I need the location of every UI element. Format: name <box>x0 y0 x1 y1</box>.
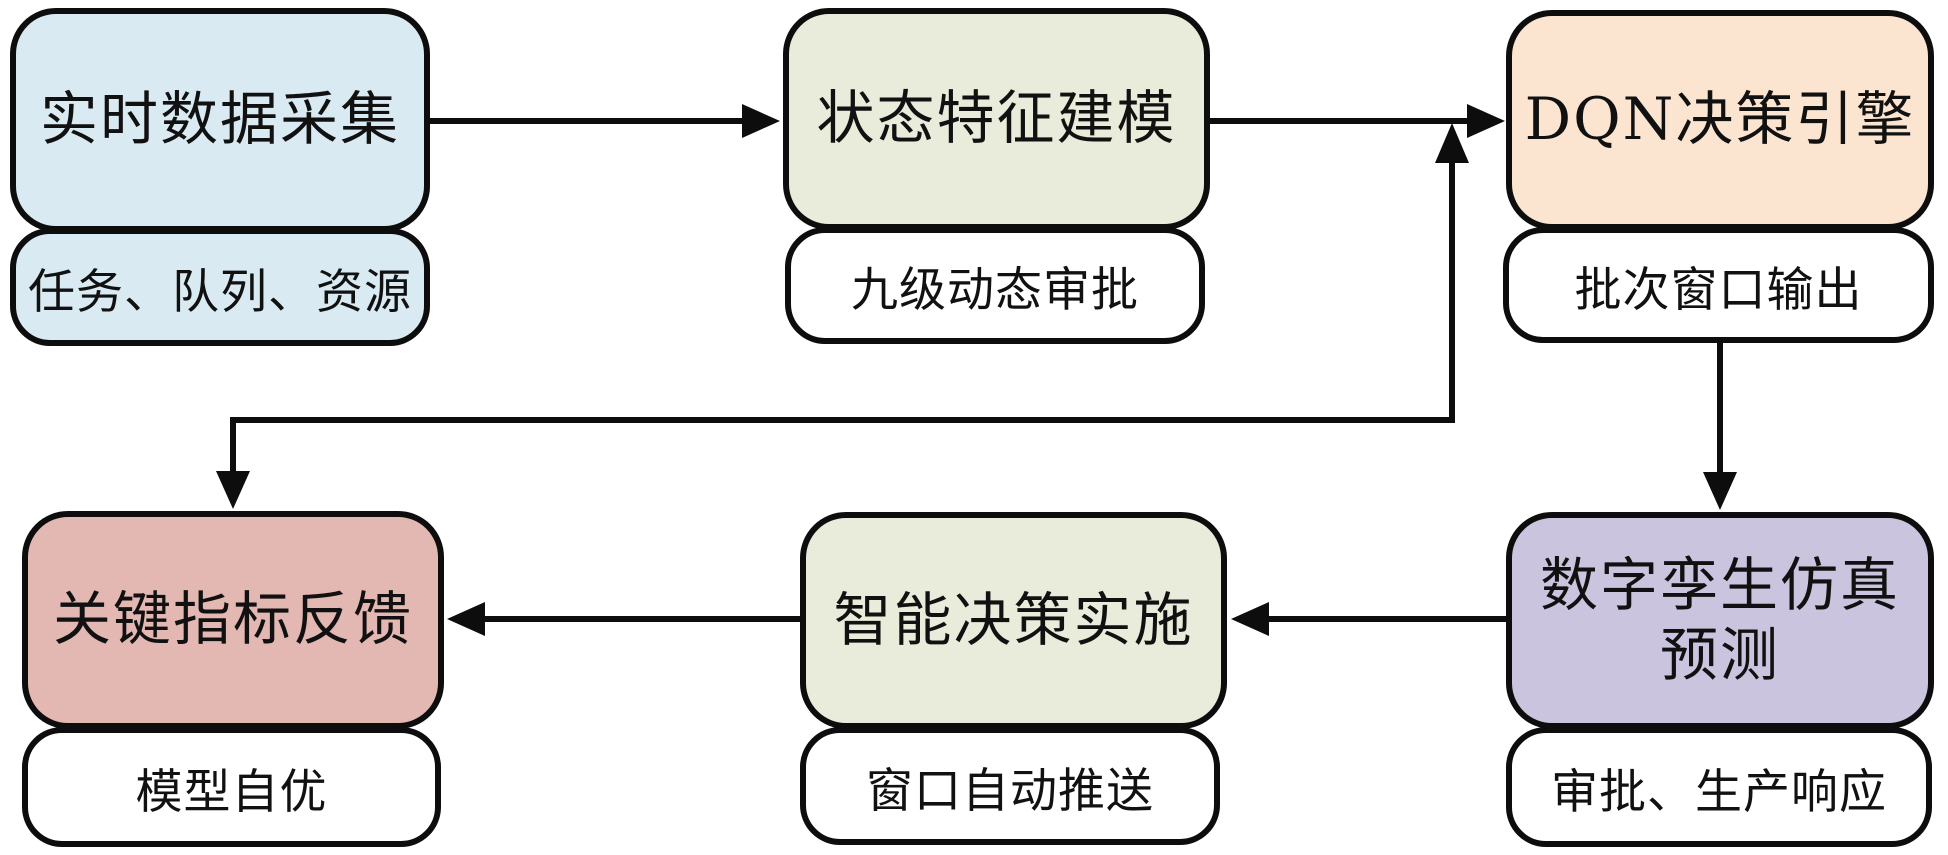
node-label: 状态特征建模 <box>816 84 1177 153</box>
node-label: DQN决策引擎 <box>1524 85 1916 154</box>
edge-state-to-dqn <box>1210 104 1505 138</box>
subnode-label: 模型自优 <box>135 764 328 820</box>
subnode-label: 九级动态审批 <box>851 263 1139 318</box>
subnode-label: 任务、队列、资源 <box>28 264 412 320</box>
edge-feedback-loop <box>216 123 1469 509</box>
subnode-dqn-decision-engine: 批次窗口输出 <box>1503 227 1934 343</box>
node-realtime-data-collection: 实时数据采集 <box>10 8 430 232</box>
node-intelligent-decision-impl: 智能决策实施 <box>800 512 1227 729</box>
subnode-label: 审批、生产响应 <box>1551 764 1887 820</box>
subnode-realtime-data-collection: 任务、队列、资源 <box>10 228 430 346</box>
subnode-intelligent-decision-impl: 窗口自动推送 <box>800 727 1220 845</box>
node-dqn-decision-engine: DQN决策引擎 <box>1506 10 1934 230</box>
edge-twin-to-impl <box>1231 602 1506 636</box>
node-label: 实时数据采集 <box>39 85 400 154</box>
edge-impl-to-kpi <box>447 602 802 636</box>
edge-dqn-to-twin <box>1703 343 1737 510</box>
node-state-feature-modeling: 状态特征建模 <box>783 8 1210 230</box>
node-key-indicator-feedback: 关键指标反馈 <box>22 511 444 729</box>
node-label: 关键指标反馈 <box>52 585 413 654</box>
node-label: 数字孪生仿真预测 <box>1539 550 1900 689</box>
subnode-key-indicator-feedback: 模型自优 <box>22 727 441 847</box>
subnode-label: 批次窗口输出 <box>1574 262 1863 318</box>
subnode-state-feature-modeling: 九级动态审批 <box>785 227 1205 344</box>
node-label: 智能决策实施 <box>833 585 1194 654</box>
subnode-digital-twin-simulation: 审批、生产响应 <box>1506 727 1932 847</box>
node-digital-twin-simulation: 数字孪生仿真预测 <box>1506 512 1934 729</box>
edge-realtime-to-state <box>428 104 780 138</box>
subnode-label: 窗口自动推送 <box>866 763 1154 819</box>
